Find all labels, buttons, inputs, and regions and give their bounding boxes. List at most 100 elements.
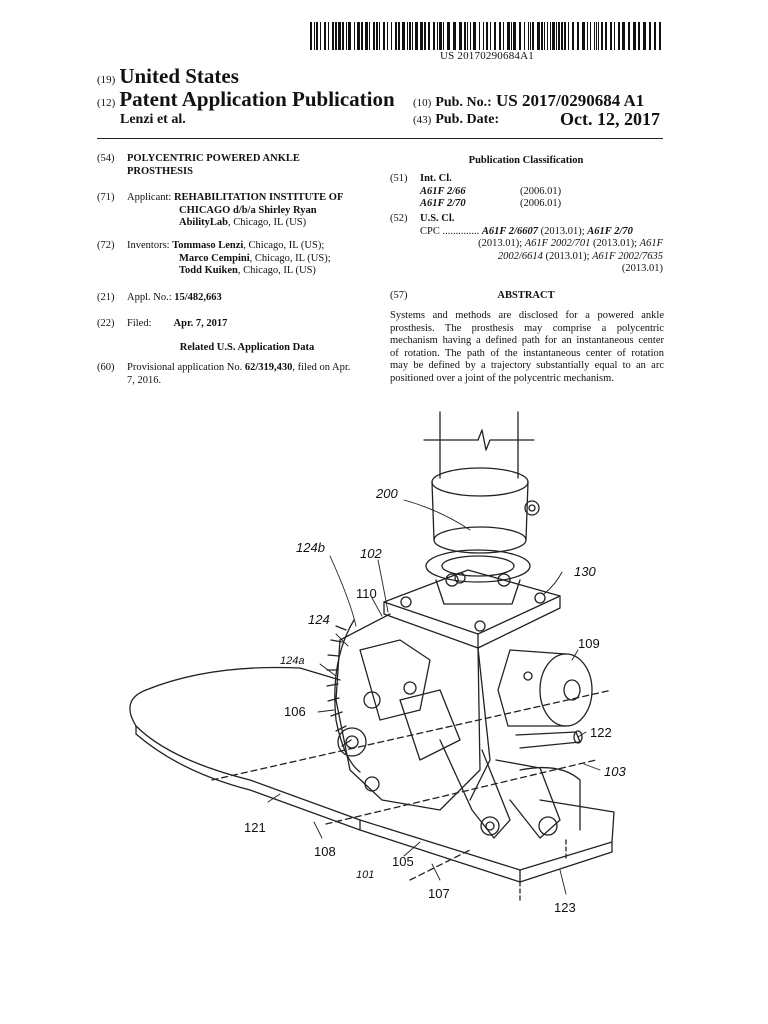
barcode-bar [614,22,615,50]
barcode-bar [490,22,491,50]
cpc-4b: 2002/6614 [497,250,543,262]
int-cl-code: (51) [390,173,408,184]
barcode-bar [610,22,612,50]
cpc-line-2a: (2013.01); [478,238,525,249]
filed-code: (22) [97,318,115,329]
barcode-bar [558,22,560,50]
cpc-label: CPC .............. [420,225,480,237]
type-tag: (12) [97,97,116,109]
pub-date-label: Pub. Date: [435,112,500,127]
int-cl-label: Int. Cl. [420,173,452,184]
barcode-bar [324,22,326,50]
label-105: 105 [392,854,414,869]
applicant-code: (71) [97,192,115,203]
label-121: 121 [244,820,266,835]
barcode-bar [582,22,585,50]
barcode-bar [373,22,375,50]
barcode-bar [387,22,388,50]
inventor-2-location: , Chicago, IL (US); [249,252,331,264]
abstract-text: Systems and methods are disclosed for a … [390,310,664,385]
applicant-line-3: , Chicago, IL (US) [228,217,307,228]
label-124: 124 [308,612,330,627]
authors: Lenzi et al. [120,112,186,127]
barcode-bar [314,22,315,50]
applicant-line-2: CHICAGO d/b/a Shirley Ryan [179,204,317,216]
barcode-bar [439,22,442,50]
barcode-bar [420,22,423,50]
barcode-bar [537,22,540,50]
barcode-bar [486,22,488,50]
barcode-bar [409,22,411,50]
barcode-bar [310,22,312,50]
cpc-1-date: (2013.01); [537,225,588,237]
barcode-bar [342,22,344,50]
pub-date: Oct. 12, 2017 [560,109,660,129]
barcode-bar [547,22,548,50]
barcode-bar [494,22,496,50]
abstract-heading-line: (57)ABSTRACT [390,290,662,303]
label-109: 109 [578,636,600,651]
barcode-bar [598,22,599,50]
barcode-bar [622,22,625,50]
barcode-bar [332,22,334,50]
header-divider [97,138,663,139]
appl-no-line: (21)Appl. No.: 15/482,663 [97,292,367,305]
barcode-bar [544,22,545,50]
filed-line: (22)Filed:Apr. 7, 2017 [97,318,367,331]
barcode-bar [354,22,355,50]
publication-type: Patent Application Publication [119,87,395,111]
barcode-bar [453,22,456,50]
barcode-bar [361,22,363,50]
classification-heading: Publication Classification [468,155,584,166]
inventor-2-name: Marco Cempini [179,252,250,264]
label-108: 108 [314,844,336,859]
inventors-section: (72)Inventors: Tommaso Lenzi, Chicago, I… [97,240,367,278]
int-cl-1-date: (2006.01) [520,185,562,197]
int-cl-2-date: (2006.01) [520,198,562,209]
barcode-bar [577,22,579,50]
barcode-bar [513,22,516,50]
barcode-bar [649,22,651,50]
barcode-bar [412,22,413,50]
barcode-bar [365,22,368,50]
prov-code: (60) [97,362,115,373]
barcode-bar [503,22,504,50]
barcode-number: US 20170290684A1 [440,50,534,62]
barcode-bar [338,22,341,50]
inventors-label: Inventors: [127,240,170,251]
barcode-bar [556,22,557,50]
barcode-bar [467,22,468,50]
barcode-bar [572,22,574,50]
barcode-bar [654,22,656,50]
barcode-bar [379,22,380,50]
cpc-3: A61F 2002/701 [524,238,591,249]
label-110: 110 [356,586,377,601]
barcode-bar [568,22,569,50]
barcode-bar [479,22,480,50]
barcode-bar [561,22,563,50]
barcode-bar [628,22,630,50]
barcode-bar [564,22,566,50]
publication-type-line: (12)Patent Application Publication [97,87,395,112]
barcode-bar [550,22,551,50]
us-cl-label: U.S. Cl. [420,213,455,224]
title-line-1: POLYCENTRIC POWERED ANKLE [127,153,300,164]
label-103: 103 [604,764,626,779]
country: United States [119,64,239,88]
country-tag: (19) [97,74,116,86]
abstract-code: (57) [390,290,408,301]
barcode-bar [335,22,337,50]
abstract-line-6: positioned over a joint of the polycentr… [390,372,614,384]
label-123: 123 [554,900,576,915]
prov-number: 62/319,430 [244,362,293,373]
label-200: 200 [375,486,398,501]
barcode-bar [643,22,646,50]
country-line: (19)United States [97,64,239,89]
barcode-bar [519,22,521,50]
abstract-line-3: mechanism having a defined path for an i… [390,335,664,346]
barcode-bar [398,22,400,50]
barcode-bar [383,22,385,50]
barcode-bar [428,22,430,50]
barcode-bar [395,22,397,50]
prov-line-1a: Provisional application No. [127,362,245,373]
